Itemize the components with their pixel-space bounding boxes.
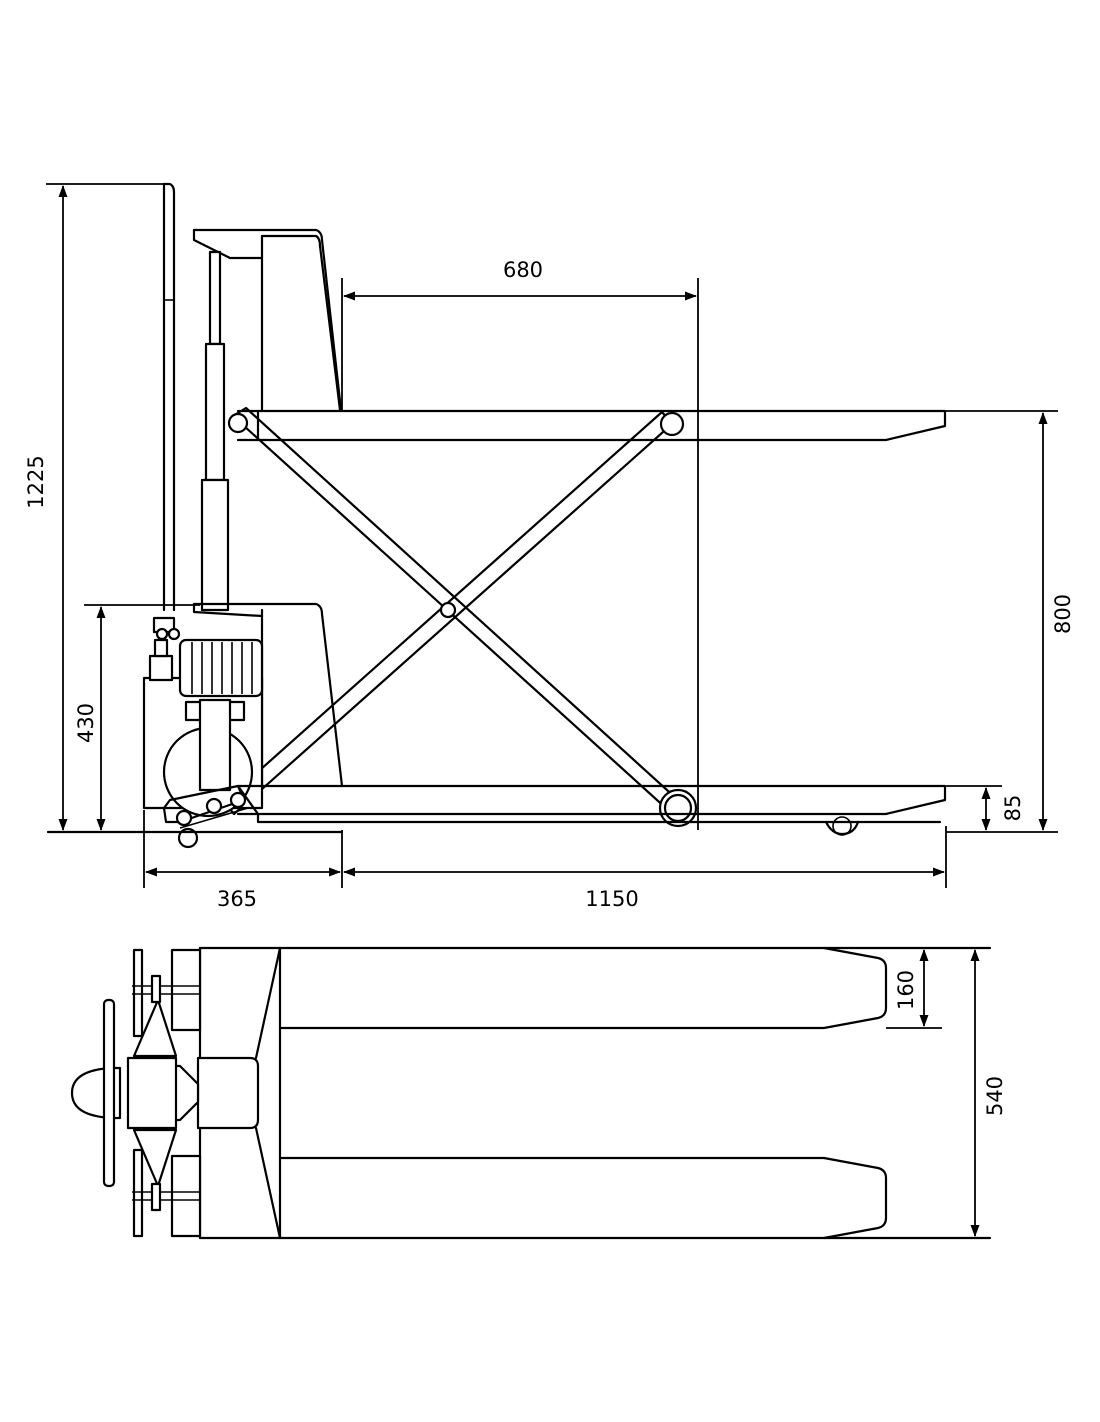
rollers-top [132,948,202,1238]
dim-overall-width: 540 [983,1076,1007,1116]
side-view [46,182,947,849]
dim-fork-width: 160 [894,970,918,1010]
steer-wheel [162,784,249,849]
lower-chassis [236,784,947,836]
chassis-top [198,946,992,1240]
raised-platform [192,228,947,442]
top-view [70,946,992,1240]
top-dimensions: 160 540 [886,949,1007,1237]
forks-top [278,946,888,1240]
pump-head-top [70,998,260,1188]
dim-raised-height: 800 [1051,594,1075,634]
dim-lowered-handle-height: 430 [74,703,98,743]
dim-platform-length: 680 [503,258,543,282]
dim-body-length: 365 [217,887,257,911]
scissor-arms [222,406,698,828]
dim-lowered-height: 85 [1001,795,1025,822]
tiller-handle [162,182,176,612]
dim-overall-height: 1225 [24,455,48,508]
pump-body [142,602,344,818]
side-dimensions: 1225 430 680 800 85 365 1150 [24,183,1075,911]
dim-fork-length: 1150 [585,887,638,911]
